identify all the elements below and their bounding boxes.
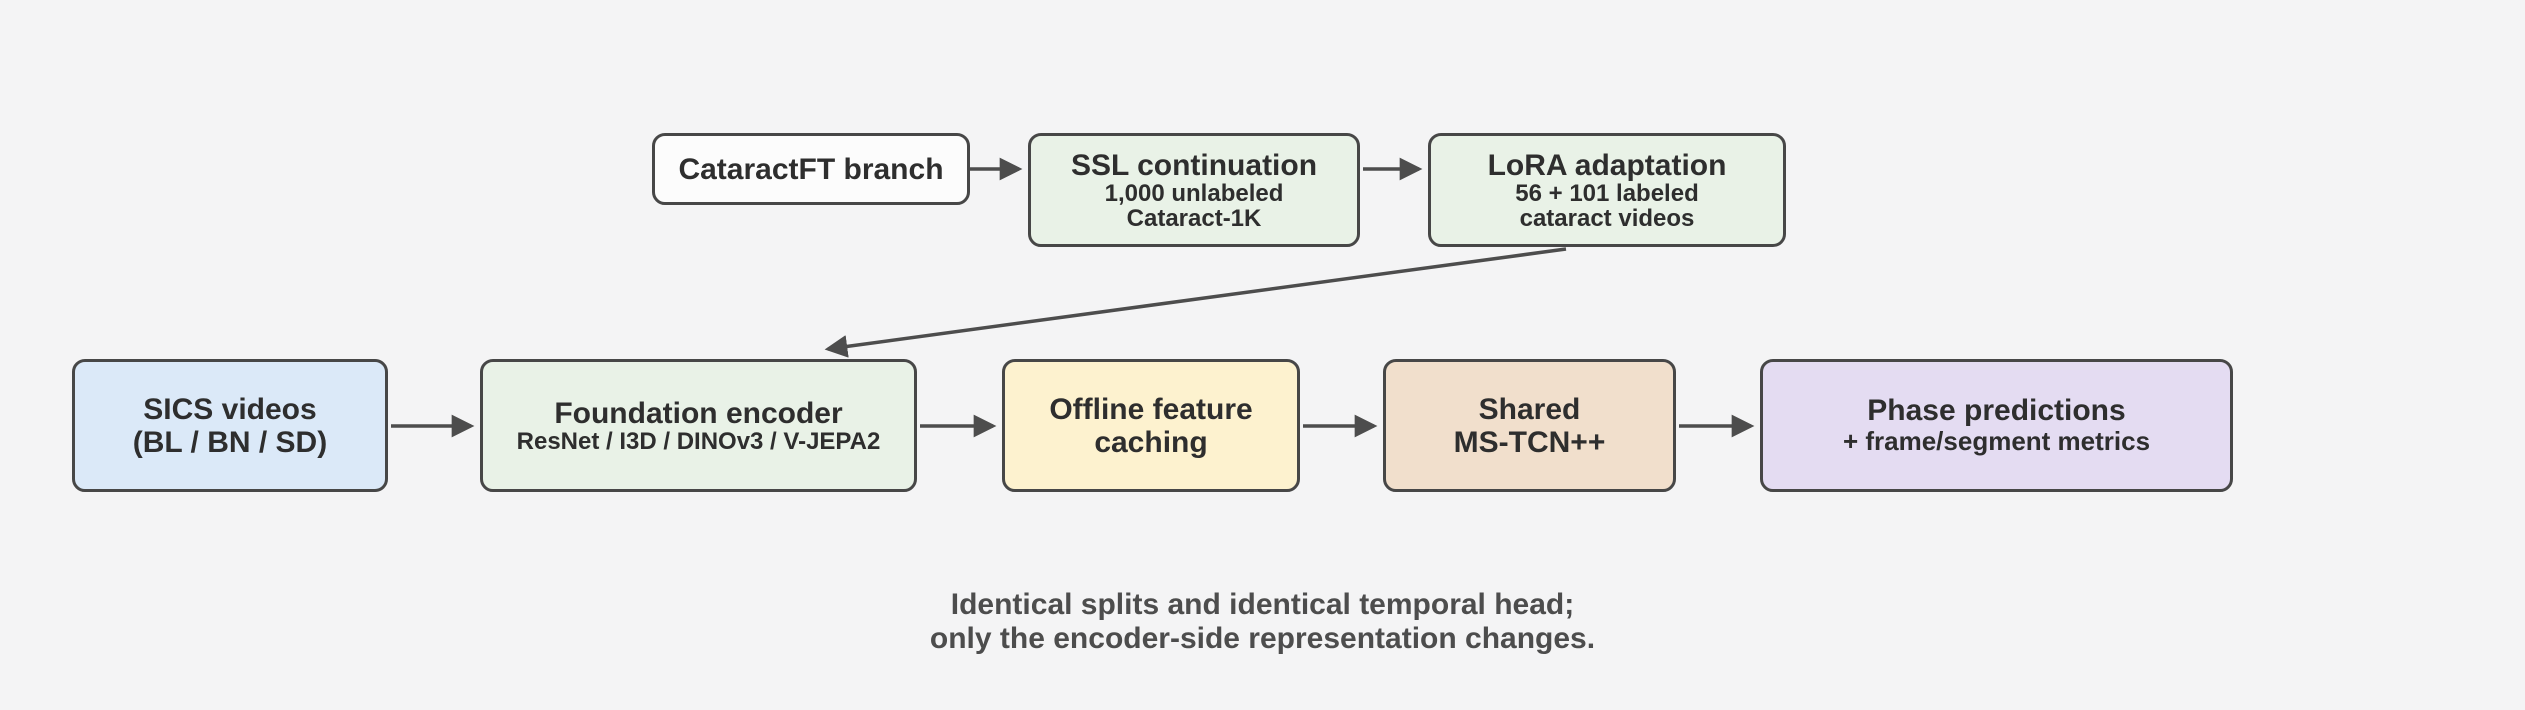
node-label: Phase predictions (1867, 393, 2126, 427)
node-label: SICS videos (143, 392, 317, 426)
node-label: (BL / BN / SD) (132, 425, 328, 459)
node-foundation-encoder: Foundation encoder ResNet / I3D / DINOv3… (480, 359, 917, 492)
caption-line-2: only the encoder-side representation cha… (929, 622, 1596, 655)
node-offline-feature-caching: Offline feature caching (1002, 359, 1300, 492)
node-sics-videos: SICS videos (BL / BN / SD) (72, 359, 388, 492)
node-label: CataractFT branch (678, 152, 944, 186)
node-subtext: + frame/segment metrics (1842, 425, 2151, 456)
node-label: LoRA adaptation (1487, 148, 1727, 182)
node-ssl-continuation: SSL continuation 1,000 unlabeled Catarac… (1028, 133, 1360, 247)
node-label: caching (1094, 425, 1208, 459)
caption: Identical splits and identical temporal … (0, 588, 2525, 656)
node-subtext: cataract videos (1519, 204, 1695, 232)
node-phase-predictions: Phase predictions + frame/segment metric… (1760, 359, 2233, 492)
node-lora-adaptation: LoRA adaptation 56 + 101 labeled catarac… (1428, 133, 1786, 247)
node-subtext: 1,000 unlabeled (1104, 179, 1284, 207)
node-label: Foundation encoder (554, 396, 843, 430)
caption-line-1: Identical splits and identical temporal … (950, 588, 1575, 621)
node-label: Shared (1478, 392, 1581, 426)
node-shared-ms-tcn: Shared MS-TCN++ (1383, 359, 1676, 492)
node-cataractft-branch: CataractFT branch (652, 133, 970, 205)
node-subtext: Cataract-1K (1126, 204, 1262, 232)
edge-lora-to-foundation (824, 247, 1567, 358)
node-subtext: ResNet / I3D / DINOv3 / V-JEPA2 (516, 427, 881, 455)
node-label: Offline feature (1049, 392, 1253, 426)
node-label: SSL continuation (1070, 148, 1318, 182)
node-label: MS-TCN++ (1453, 425, 1606, 459)
node-subtext: 56 + 101 labeled (1515, 179, 1699, 207)
